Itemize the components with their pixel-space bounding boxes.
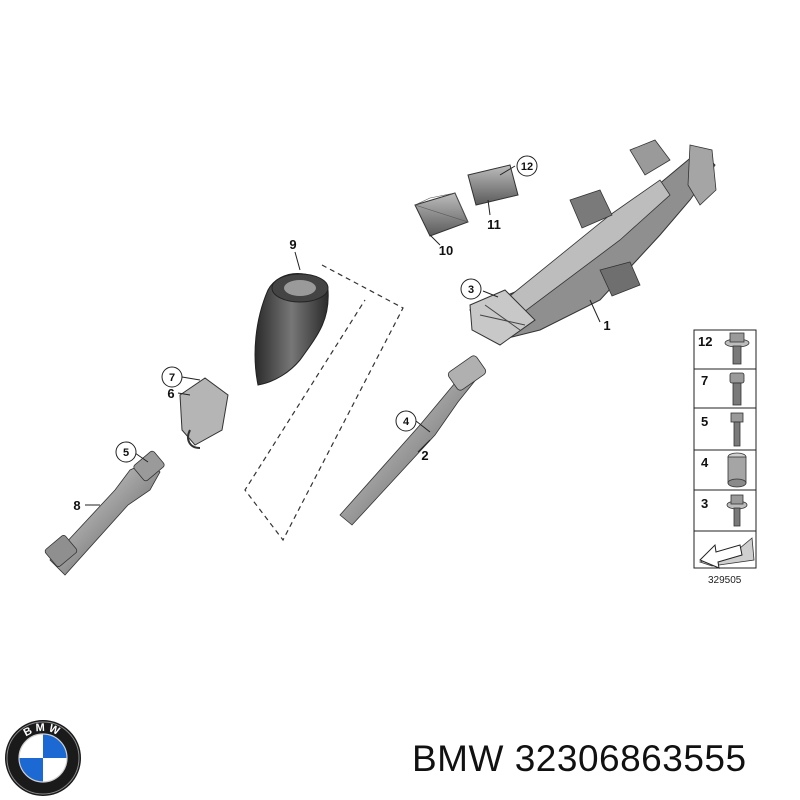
part-number: 32306863555: [514, 738, 747, 779]
bmw-logo: BMW: [5, 720, 81, 796]
diagram-reference-code: 329505: [708, 575, 742, 586]
brand-part-number: BMW 32306863555: [412, 738, 747, 780]
svg-text:3: 3: [468, 284, 474, 296]
legend-row-label: 5: [701, 414, 708, 429]
callout-8: 8: [73, 498, 80, 513]
steering-column-assembly: [469, 139, 717, 346]
fastener-legend: 12 7 5 4 3: [693, 329, 757, 586]
callout-4: 4: [395, 410, 417, 432]
arrow-symbol-icon: [698, 537, 755, 569]
svg-text:BMW: BMW: [22, 722, 64, 739]
callout-9: 9: [289, 237, 296, 252]
leader-lines: [85, 165, 601, 506]
callout-2: 2: [421, 448, 428, 463]
svg-text:12: 12: [521, 161, 533, 173]
dashed-group-outline: [244, 264, 404, 542]
callout-6: 6: [167, 386, 174, 401]
callout-5: 5: [115, 441, 137, 463]
intermediate-shaft: [339, 355, 487, 526]
callout-1: 1: [603, 318, 610, 333]
svg-text:5: 5: [123, 447, 129, 459]
callout-7: 7: [161, 366, 183, 388]
module-part-10: [414, 192, 469, 237]
legend-row-label: 3: [701, 496, 708, 511]
svg-text:4: 4: [403, 416, 410, 428]
rubber-boot: [254, 273, 329, 386]
hex-bolt-icon: [730, 412, 744, 447]
callout-12: 12: [516, 155, 538, 177]
lower-shaft: [44, 450, 165, 576]
callout-10: 10: [439, 243, 453, 258]
flange-bolt-icon: [724, 332, 750, 365]
sleeve-icon: [727, 452, 747, 488]
callout-3: 3: [460, 278, 482, 300]
bracket-part: [179, 377, 229, 449]
callout-11: 11: [487, 217, 501, 232]
svg-text:7: 7: [169, 372, 175, 384]
module-part-11: [467, 164, 519, 206]
washer-bolt-icon: [726, 494, 748, 527]
legend-row-label: 12: [698, 334, 712, 349]
legend-row-label: 4: [701, 455, 709, 470]
legend-row-label: 7: [701, 373, 708, 388]
brand-name: BMW: [412, 738, 504, 779]
socket-bolt-icon: [729, 372, 745, 406]
